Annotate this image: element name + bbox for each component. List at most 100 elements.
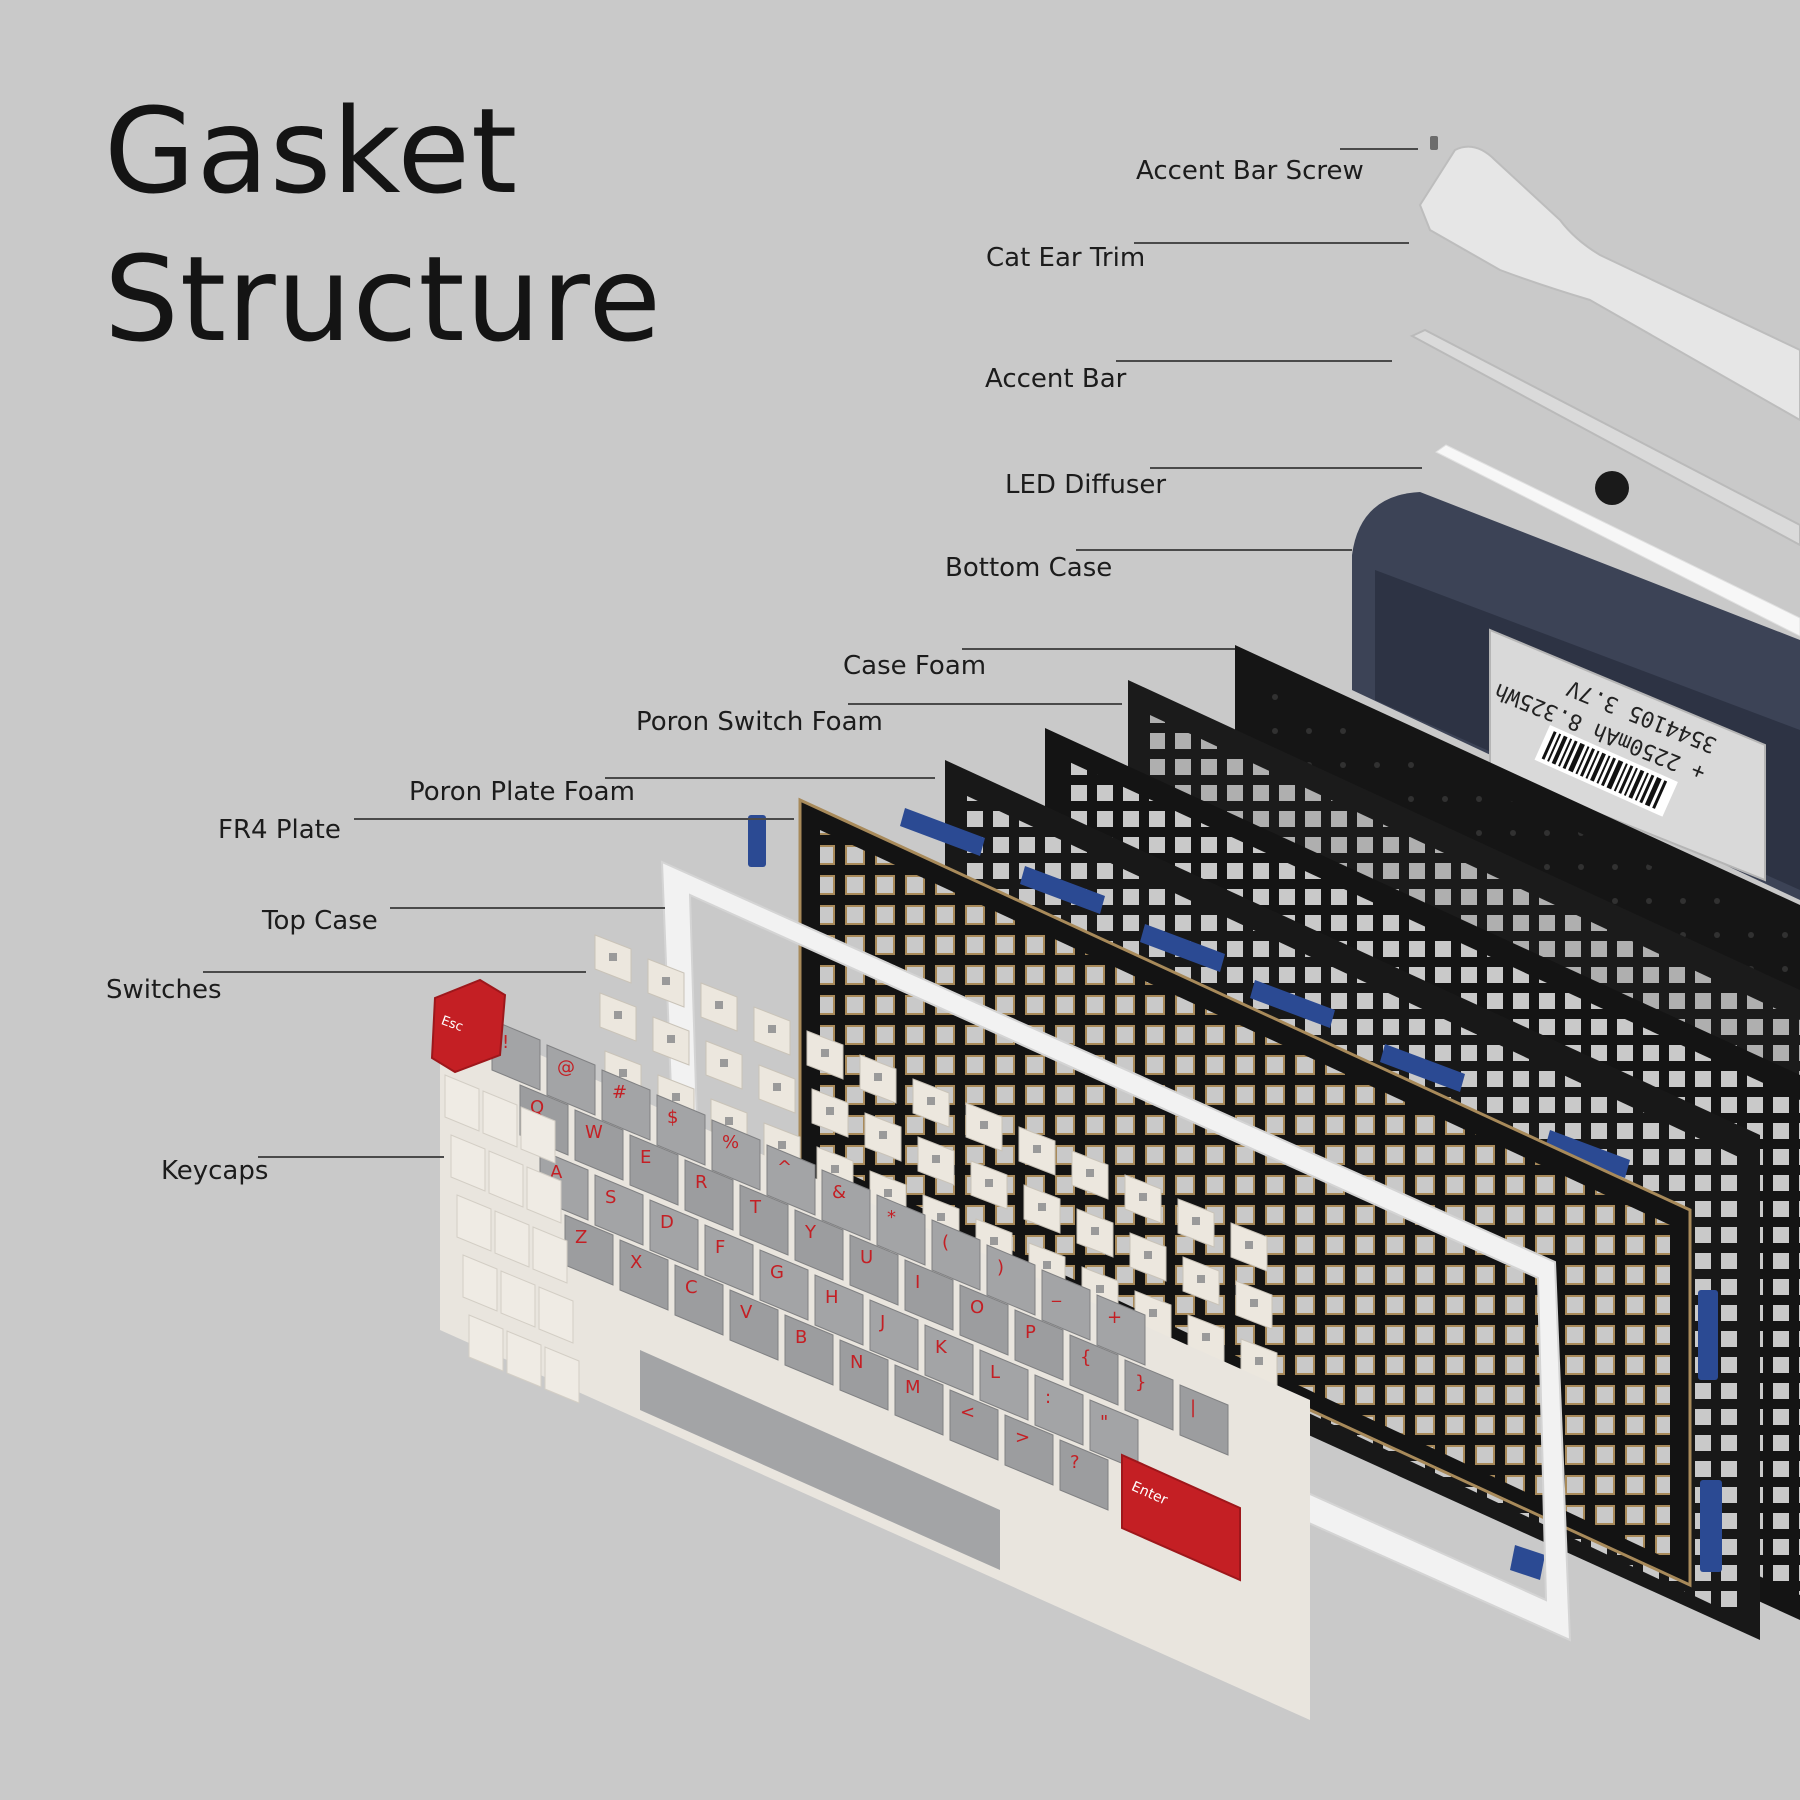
keycap: }: [1124, 1359, 1174, 1431]
fr4-plate-part: [798, 797, 1692, 1588]
keycap-legend: ?: [1070, 1452, 1080, 1473]
switch: [811, 1088, 849, 1138]
title-line-1: Gasket: [104, 82, 519, 220]
switch: [1018, 1126, 1056, 1176]
switch: [1071, 1150, 1109, 1200]
keycap: >: [1004, 1414, 1054, 1486]
switch: [1182, 1256, 1220, 1306]
keycap-legend: {: [1080, 1347, 1091, 1368]
keycap-legend: (: [942, 1232, 949, 1253]
keycap-legend: >: [1015, 1427, 1030, 1448]
leader-switches: [203, 971, 586, 973]
keycap: _: [1041, 1269, 1091, 1341]
leader-top-case: [390, 907, 665, 909]
switch: [864, 1112, 902, 1162]
keycap: M: [894, 1364, 944, 1436]
keycap-legend: E: [640, 1147, 651, 1168]
keycap-legend: D: [660, 1212, 674, 1233]
leader-fr4-plate: [354, 818, 794, 820]
keycap-legend: *: [887, 1207, 896, 1228]
keycap: (: [931, 1219, 981, 1291]
keycap: E: [629, 1134, 679, 1206]
switch: [970, 1160, 1008, 1210]
switch: [758, 1064, 796, 1114]
keycap: F: [704, 1224, 754, 1296]
switch: [965, 1102, 1003, 1152]
keycap: *: [876, 1194, 926, 1266]
keycap-legend: :: [1045, 1387, 1051, 1408]
keycap: [444, 1074, 480, 1132]
leader-cat-ear-trim: [1134, 242, 1409, 244]
enter-key: Enter: [1121, 1453, 1241, 1582]
keycap: $: [656, 1094, 706, 1166]
title-line-2: Structure: [104, 230, 662, 368]
keycap: [500, 1270, 536, 1328]
keycap-legend: C: [685, 1277, 698, 1298]
cat-ear-trim-part: [1418, 145, 1800, 422]
keycap: #: [601, 1069, 651, 1141]
keycap-legend: _: [1051, 1282, 1062, 1303]
keycap: :: [1034, 1374, 1084, 1446]
accent-bar-screw-part: [1430, 136, 1438, 150]
keycap: %: [711, 1119, 761, 1191]
switch: [917, 1136, 955, 1186]
keycap: O: [959, 1284, 1009, 1356]
keycap: [482, 1090, 518, 1148]
keycap: D: [649, 1199, 699, 1271]
keycap-legend: #: [612, 1082, 627, 1103]
switch: [912, 1078, 950, 1128]
callout-cat-ear-trim: Cat Ear Trim: [986, 243, 1146, 273]
leader-poron-switch-foam: [848, 703, 1122, 705]
keycap: C: [674, 1264, 724, 1336]
switch: [700, 982, 738, 1032]
keycap-legend: ": [1100, 1412, 1108, 1433]
leader-poron-plate-foam: [605, 777, 935, 779]
keycap: [488, 1150, 524, 1208]
keycap-legend: N: [850, 1352, 863, 1373]
switch: [647, 958, 685, 1008]
keycap: [538, 1286, 574, 1344]
leader-keycaps: [258, 1156, 444, 1158]
keycap: J: [869, 1299, 919, 1371]
keycap-legend: H: [825, 1287, 839, 1308]
callout-top-case: Top Case: [262, 906, 378, 936]
keycap-legend: <: [960, 1402, 975, 1423]
keycap: S: [594, 1174, 644, 1246]
keycap: I: [904, 1259, 954, 1331]
switch: [652, 1016, 690, 1066]
callout-accent-bar: Accent Bar: [985, 364, 1127, 394]
esc-key: Esc: [430, 978, 507, 1074]
keycap-legend: V: [740, 1302, 753, 1323]
keycap: ): [986, 1244, 1036, 1316]
keycap: [506, 1330, 542, 1388]
keycap-legend: S: [605, 1187, 616, 1208]
callout-poron-plate-foam: Poron Plate Foam: [409, 777, 635, 807]
leader-bottom-case: [1076, 549, 1352, 551]
keycap-legend: P: [1025, 1322, 1036, 1343]
callout-bottom-case: Bottom Case: [945, 553, 1113, 583]
switch: [1177, 1198, 1215, 1248]
switch: [1230, 1222, 1268, 1272]
leader-led-diffuser: [1150, 467, 1422, 469]
keycap: G: [759, 1249, 809, 1321]
keycap: U: [849, 1234, 899, 1306]
keycap-legend: Y: [804, 1222, 817, 1243]
keycaps-part: !@#$%^&*()_+QWERTYUIOP{}|ASDFGHJKL:"ZXCV…: [430, 978, 1310, 1720]
keycap: |: [1179, 1384, 1229, 1456]
switch: [806, 1030, 844, 1080]
keycap-legend: F: [715, 1237, 725, 1258]
keycap: [520, 1106, 556, 1164]
keycap-legend: $: [667, 1107, 678, 1128]
switch: [599, 992, 637, 1042]
keycap: Y: [794, 1209, 844, 1281]
switch: [1076, 1208, 1114, 1258]
keycap: [456, 1194, 492, 1252]
keycap-legend: J: [879, 1312, 885, 1333]
keycap-legend: %: [722, 1132, 739, 1153]
leader-accent-bar-screw: [1340, 148, 1418, 150]
keycap-legend: !: [502, 1032, 509, 1053]
keycap-legend: T: [749, 1197, 762, 1218]
bottom-case-part: + 2250mAh 8.325Wh 3544105 3.7V: [1352, 492, 1800, 900]
keycap: [526, 1166, 562, 1224]
